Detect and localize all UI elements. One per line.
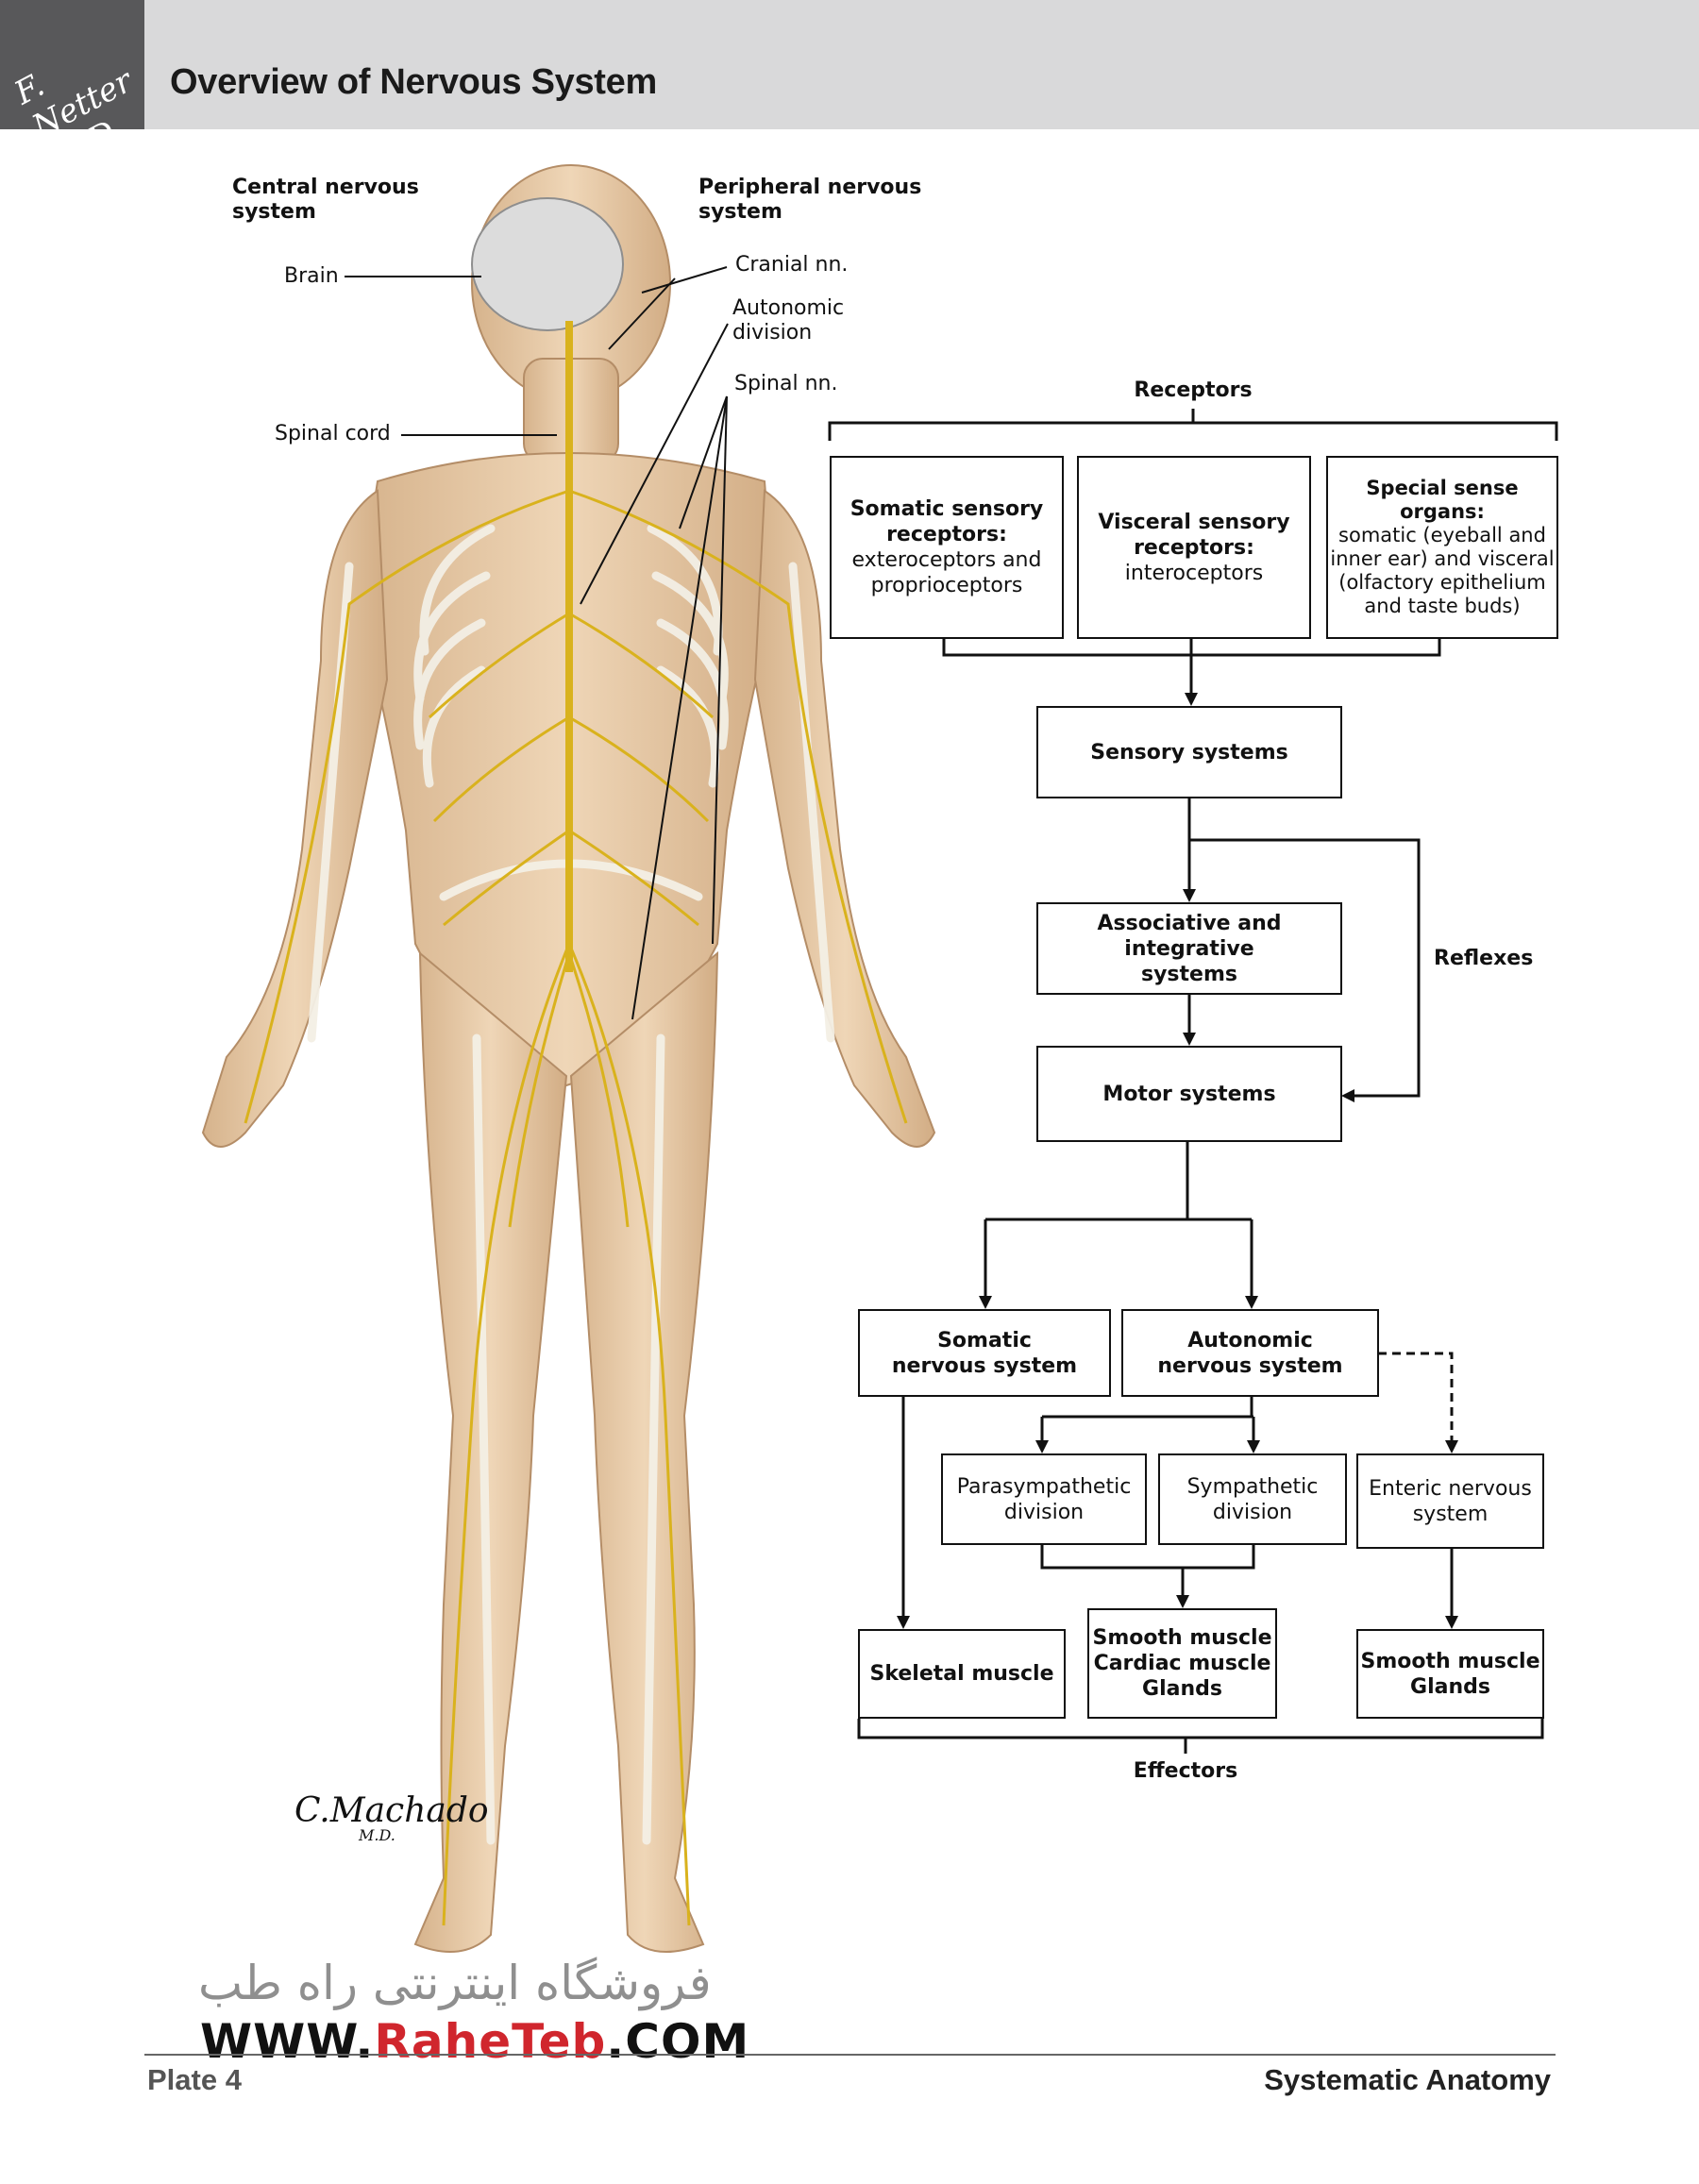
label-leader-lines — [345, 266, 729, 1020]
footer-divider — [144, 2054, 1556, 2056]
central-nervous-system-label: Central nervous system — [232, 176, 419, 224]
motor-systems-box: Motor systems — [1036, 1046, 1342, 1142]
special-sense-body: somatic (eyeball and inner ear) and visc… — [1330, 524, 1555, 617]
reflexes-label: Reflexes — [1434, 947, 1534, 970]
effectors-label: Effectors — [1133, 1759, 1238, 1783]
watermark-url-prefix: WWW. — [200, 2014, 375, 2069]
plate-number: Plate 4 — [147, 2063, 242, 2096]
section-title: Systematic Anatomy — [1264, 2063, 1551, 2096]
somatic-sensory-body: exteroceptors and proprioceptors — [851, 548, 1042, 597]
brain-label: Brain — [284, 264, 339, 288]
netter-logo: F. Netter M.D. — [0, 0, 144, 179]
special-sense-organs-box: Special sense organs:somatic (eyeball an… — [1326, 456, 1558, 639]
somatic-sensory-title: Somatic sensory receptors: — [850, 497, 1044, 546]
nerve-lines — [244, 489, 908, 1926]
autonomic-division-label: Autonomic division — [732, 296, 845, 344]
autonomic-nervous-system-box: Autonomic nervous system — [1121, 1309, 1379, 1397]
visceral-sensory-title: Visceral sensory receptors: — [1098, 510, 1290, 560]
smooth-muscle-glands-box: Smooth muscle Glands — [1356, 1629, 1544, 1719]
cranial-nerves-label: Cranial nn. — [735, 253, 849, 277]
spinal-cord-label: Spinal cord — [275, 422, 391, 445]
watermark-persian-text: فروشگاه اینترنتی راه طب — [198, 1956, 712, 2010]
sympathetic-division-box: Sympathetic division — [1158, 1453, 1347, 1545]
receptors-label: Receptors — [1134, 378, 1253, 402]
spinal-nerves-label: Spinal nn. — [734, 372, 838, 395]
skeletal-muscle-box: Skeletal muscle — [858, 1629, 1066, 1719]
peripheral-nervous-system-label: Peripheral nervous system — [698, 176, 922, 224]
page-title: Overview of Nervous System — [170, 62, 657, 102]
watermark-url-suffix: .COM — [606, 2014, 750, 2069]
sensory-systems-box: Sensory systems — [1036, 706, 1342, 798]
somatic-nervous-system-box: Somatic nervous system — [858, 1309, 1111, 1397]
watermark-url: WWW.RaheTeb.COM — [200, 2014, 749, 2069]
special-sense-title: Special sense organs: — [1366, 477, 1519, 523]
artist-signature: C.Machado — [294, 1791, 489, 1830]
page-header: F. Netter M.D. Overview of Nervous Syste… — [0, 0, 1699, 179]
associative-integrative-systems-box: Associative and integrative systems — [1036, 902, 1342, 995]
somatic-sensory-receptors-box: Somatic sensory receptors:exteroceptors … — [830, 456, 1064, 639]
brain-illustration — [471, 197, 624, 331]
visceral-sensory-body: interoceptors — [1124, 561, 1264, 585]
smooth-cardiac-glands-box: Smooth muscle Cardiac muscle Glands — [1087, 1608, 1277, 1719]
enteric-nervous-system-box: Enteric nervous system — [1356, 1453, 1544, 1549]
watermark-url-brand: RaheTeb — [374, 2014, 607, 2069]
visceral-sensory-receptors-box: Visceral sensory receptors:interoceptors — [1077, 456, 1311, 639]
artist-signature-md: M.D. — [359, 1826, 395, 1844]
parasympathetic-division-box: Parasympathetic division — [941, 1453, 1147, 1545]
